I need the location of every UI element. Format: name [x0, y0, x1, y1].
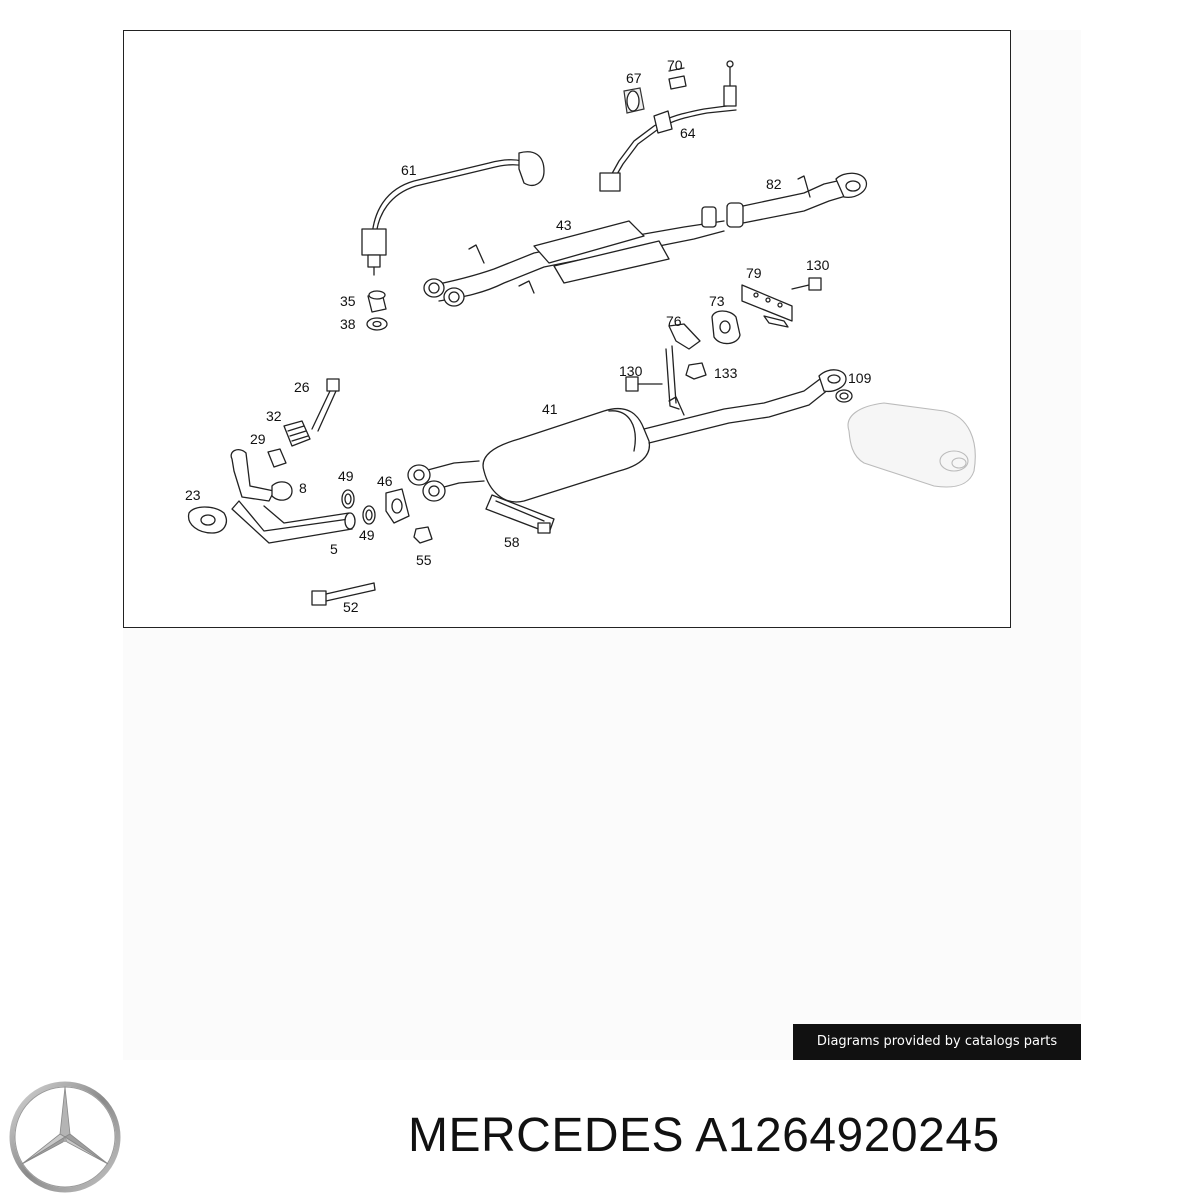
- callout-130-lower: 130: [619, 363, 643, 379]
- part-number: A1264920245: [695, 1109, 1000, 1162]
- callout-49-upper: 49: [338, 468, 354, 484]
- part-67-grommet: [623, 87, 645, 114]
- callout-41: 41: [542, 401, 558, 417]
- part-49-gasket-lower: [362, 505, 376, 525]
- callout-61: 61: [401, 162, 417, 178]
- part-29-sleeve: [267, 448, 287, 468]
- part-61-sensor-cable: [361, 151, 545, 276]
- callout-79: 79: [746, 265, 762, 281]
- part-41-muffler: [407, 369, 847, 503]
- callout-76: 76: [666, 313, 682, 329]
- callout-70: 70: [667, 57, 683, 73]
- callout-49-lower: 49: [359, 527, 375, 543]
- callout-133: 133: [714, 365, 738, 381]
- callout-23: 23: [185, 487, 201, 503]
- callout-43: 43: [556, 217, 572, 233]
- callout-73: 73: [709, 293, 725, 309]
- part-38-washer: [366, 317, 388, 331]
- part-23-flange: [187, 506, 227, 534]
- callout-38: 38: [340, 316, 356, 332]
- part-43-front-pipe: [423, 220, 725, 307]
- part-73-rubber-mount: [711, 310, 741, 345]
- callout-35: 35: [340, 293, 356, 309]
- part-32-spring: [283, 420, 311, 447]
- callout-64: 64: [680, 125, 696, 141]
- callout-5: 5: [330, 541, 338, 557]
- part-heading: MERCEDES A1264920245: [408, 1108, 1000, 1163]
- part-26-bolt: [311, 378, 340, 432]
- callout-55: 55: [416, 552, 432, 568]
- callout-52: 52: [343, 599, 359, 615]
- exhaust-system-diagram: 67 70 64 61 82 43 79 130 35 38 76 73 130…: [123, 30, 1011, 628]
- callout-32: 32: [266, 408, 282, 424]
- part-52-bolt: [311, 582, 376, 606]
- callout-8: 8: [299, 480, 307, 496]
- part-49-gasket-upper: [341, 489, 355, 509]
- part-76-bracket: [665, 323, 701, 410]
- part-133-nut: [685, 362, 707, 380]
- mercedes-star-icon: [9, 1081, 121, 1193]
- part-79-bracket: [741, 284, 793, 328]
- part-8-pipe: [230, 449, 293, 502]
- callout-labels: 67 70 64 61 82 43 79 130 35 38 76 73 130…: [185, 57, 872, 615]
- callout-58: 58: [504, 534, 520, 550]
- part-64-sensor: [599, 60, 737, 192]
- diagram-drawing: 67 70 64 61 82 43 79 130 35 38 76 73 130…: [185, 57, 976, 615]
- callout-67: 67: [626, 70, 642, 86]
- part-35-bolt: [367, 290, 387, 313]
- part-70-clip: [668, 67, 687, 90]
- diagram-credit-badge: Diagrams provided by catalogs parts: [793, 1024, 1081, 1060]
- part-55-nut: [413, 526, 433, 544]
- part-82-pipe: [701, 172, 868, 228]
- callout-109: 109: [848, 370, 872, 386]
- rear-muffler-ghost: [847, 402, 976, 488]
- callout-26: 26: [294, 379, 310, 395]
- part-46-gasket: [385, 488, 410, 524]
- part-109-gasket: [835, 389, 853, 403]
- part-5-pipe: [231, 500, 356, 544]
- callout-46: 46: [377, 473, 393, 489]
- part-130-bolt-upper: [791, 277, 822, 291]
- callout-29: 29: [250, 431, 266, 447]
- brand-name: MERCEDES: [408, 1109, 685, 1162]
- callout-82: 82: [766, 176, 782, 192]
- part-58-heat-shield: [485, 494, 555, 534]
- part-130-bolt-lower: [625, 376, 663, 392]
- callout-130: 130: [806, 257, 830, 273]
